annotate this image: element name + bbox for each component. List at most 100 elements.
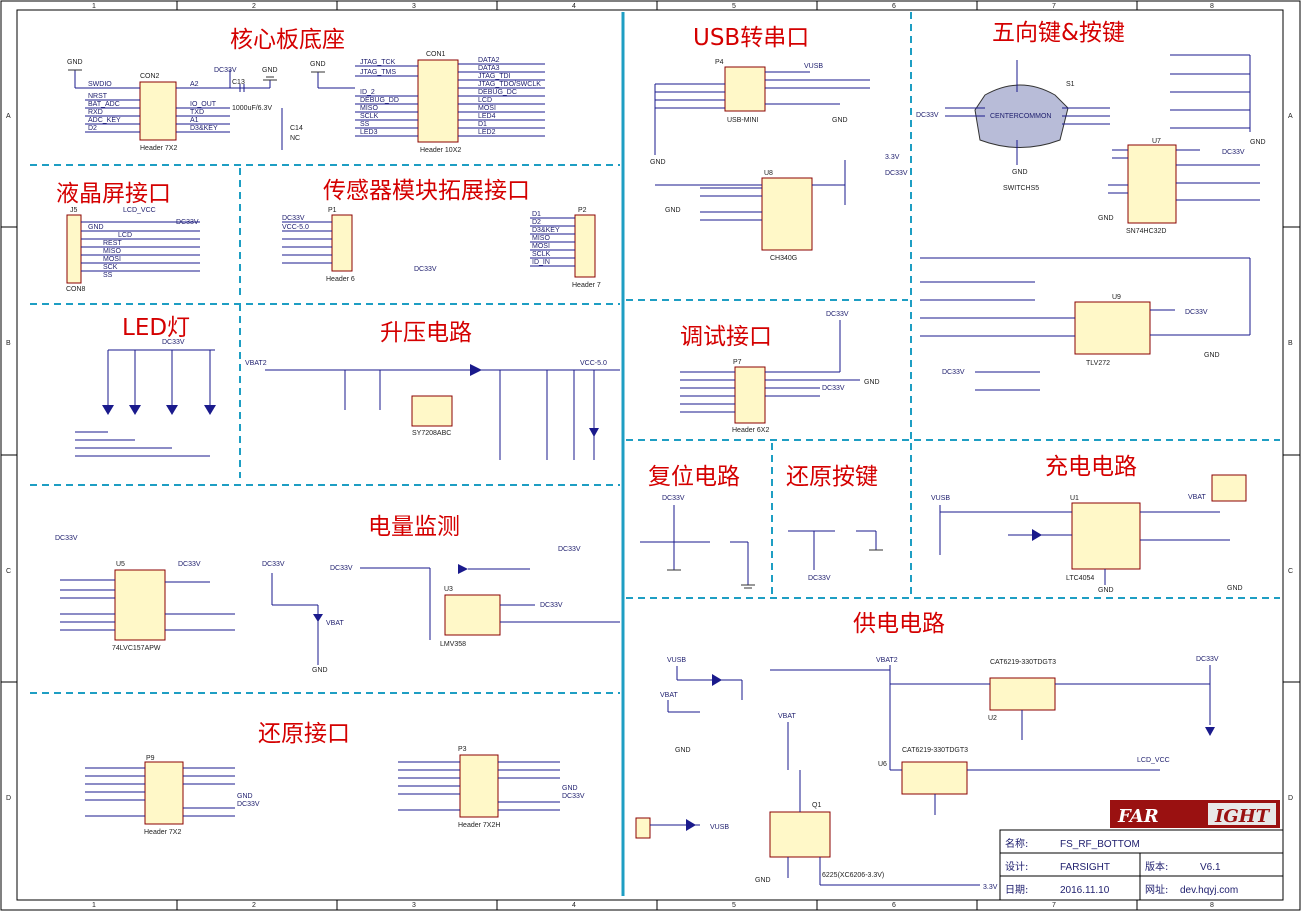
svg-text:1000uF/6.3V: 1000uF/6.3V (232, 105, 272, 112)
s1-five-way-switch: S1 CENTERCOMMON SWITCHS5 DC33V GND GND (916, 54, 1266, 192)
svg-text:C14: C14 (290, 125, 303, 132)
svg-text:S1: S1 (1066, 81, 1075, 88)
svg-text:SS: SS (103, 272, 113, 279)
svg-text:LCD_VCC: LCD_VCC (123, 207, 156, 214)
svg-text:VBAT2: VBAT2 (245, 360, 267, 367)
svg-text:VUSB: VUSB (710, 824, 729, 831)
svg-text:D1: D1 (532, 211, 541, 218)
con2-header: CON2 Header 7X2 SWDIO NRST BAT_ADC RXD A… (85, 73, 230, 152)
svg-text:DATA2: DATA2 (478, 57, 500, 64)
section-title-charge: 充电电路 (1045, 454, 1137, 480)
svg-text:CON1: CON1 (426, 51, 446, 58)
svg-text:DC33V: DC33V (176, 219, 199, 226)
svg-text:1: 1 (92, 3, 96, 10)
title-site-label: 网址: (1145, 883, 1168, 896)
section-title-usb-serial: USB转串口 (693, 25, 809, 51)
section-dividers (30, 12, 1280, 896)
p5-header: VUSB GND (635, 747, 729, 839)
svg-text:6: 6 (892, 3, 896, 10)
svg-text:DC33V: DC33V (540, 602, 563, 609)
svg-text:VUSB: VUSB (804, 63, 823, 70)
svg-text:Header 6: Header 6 (326, 276, 355, 283)
svg-text:JTAG_TMS: JTAG_TMS (360, 69, 396, 76)
svg-text:C: C (1288, 568, 1293, 575)
svg-text:DC33V: DC33V (558, 546, 581, 553)
title-date-label: 日期: (1005, 884, 1028, 896)
u4-boost-ic: SY7208ABC VBAT2 VCC-5.0 (245, 360, 620, 460)
svg-text:B: B (6, 340, 11, 347)
svg-text:U6: U6 (878, 761, 887, 768)
svg-text:CH340G: CH340G (770, 255, 797, 262)
svg-text:DC33V: DC33V (178, 561, 201, 568)
svg-text:7: 7 (1052, 3, 1056, 10)
svg-text:U5: U5 (116, 561, 125, 568)
svg-text:P2: P2 (578, 207, 587, 214)
svg-text:VBAT: VBAT (778, 713, 796, 720)
svg-text:TXD: TXD (190, 109, 204, 116)
svg-text:SCK: SCK (103, 264, 118, 271)
svg-text:GND: GND (665, 207, 681, 214)
svg-text:P4: P4 (715, 59, 724, 66)
title-name-value: FS_RF_BOTTOM (1060, 839, 1140, 850)
section-title-core-base: 核心板底座 (230, 27, 345, 53)
svg-text:3: 3 (412, 3, 416, 10)
svg-text:IGHT: IGHT (1214, 806, 1271, 827)
svg-text:GND: GND (832, 117, 848, 124)
p9-header: P9 Header 7X2 GND DC33V (85, 755, 260, 836)
title-block: FAR IGHT 名称: FS_RF_BOTTOM 设计: FARSIGHT 版… (999, 800, 1284, 901)
svg-text:GND: GND (262, 67, 278, 74)
svg-text:D: D (6, 795, 11, 802)
section-title-sensor-ext: 传感器模块拓展接口 (323, 178, 530, 204)
svg-text:P1: P1 (328, 207, 337, 214)
section-title-reset: 复位电路 (648, 464, 740, 490)
svg-text:6225(XC6206-3.3V): 6225(XC6206-3.3V) (822, 872, 884, 879)
svg-text:LCD_VCC: LCD_VCC (1137, 757, 1170, 764)
svg-text:7: 7 (1052, 902, 1056, 909)
svg-text:GND: GND (755, 877, 771, 884)
svg-text:Header 7X2: Header 7X2 (140, 145, 177, 152)
title-version-label: 版本: (1145, 860, 1168, 873)
svg-text:ID_IN: ID_IN (532, 259, 550, 266)
led-array: DC33V (75, 339, 216, 457)
u6-regulator: CAT6219-330TDGT3 U6 LCD_VCC (878, 747, 1170, 815)
title-site-value: dev.hqyj.com (1180, 885, 1238, 896)
svg-text:U1: U1 (1070, 495, 1079, 502)
svg-text:ID_2: ID_2 (360, 89, 375, 96)
svg-text:LCD: LCD (118, 232, 132, 239)
svg-text:U8: U8 (764, 170, 773, 177)
svg-text:DEBUG_DD: DEBUG_DD (360, 97, 399, 104)
section-title-boost: 升压电路 (380, 320, 472, 346)
svg-text:TLV272: TLV272 (1086, 360, 1110, 367)
svg-text:U3: U3 (444, 586, 453, 593)
svg-text:J5: J5 (70, 207, 78, 214)
svg-text:4: 4 (572, 902, 576, 909)
svg-text:A: A (1288, 113, 1293, 120)
svg-text:JTAG_TCK: JTAG_TCK (360, 59, 396, 66)
svg-text:DC33V: DC33V (162, 339, 185, 346)
svg-text:VBAT: VBAT (326, 620, 344, 627)
svg-text:VUSB: VUSB (931, 495, 950, 502)
svg-text:1: 1 (92, 902, 96, 909)
reset-circuit: DC33V (640, 495, 755, 589)
p2-header: P2 Header 7 D1 D2 D3&KEY MISO MOSI SCLK … (414, 207, 601, 289)
title-name-label: 名称: (1005, 837, 1028, 850)
svg-text:DC33V: DC33V (1185, 309, 1208, 316)
svg-text:ADC_KEY: ADC_KEY (88, 117, 121, 124)
svg-text:Header 7X2H: Header 7X2H (458, 822, 500, 829)
svg-text:D2: D2 (88, 125, 97, 132)
p1-header: P1 Header 6 DC33V VCC-5.0 (282, 207, 355, 283)
u3-opamp-ic: U3 LMV358 DC33V DC33V DC33V DC33V GND VB… (262, 546, 620, 674)
svg-text:DEBUG_DC: DEBUG_DC (478, 89, 517, 96)
svg-text:2: 2 (252, 3, 256, 10)
title-date-value: 2016.11.10 (1060, 885, 1110, 896)
svg-text:LED4: LED4 (478, 113, 496, 120)
svg-text:Header 7: Header 7 (572, 282, 601, 289)
svg-text:IO_OUT: IO_OUT (190, 101, 217, 108)
svg-text:GND: GND (310, 61, 326, 68)
svg-text:VBAT: VBAT (660, 692, 678, 699)
section-title-restore-interface: 还原接口 (258, 721, 350, 747)
svg-text:DC33V: DC33V (822, 385, 845, 392)
svg-text:P7: P7 (733, 359, 742, 366)
svg-text:4: 4 (572, 3, 576, 10)
